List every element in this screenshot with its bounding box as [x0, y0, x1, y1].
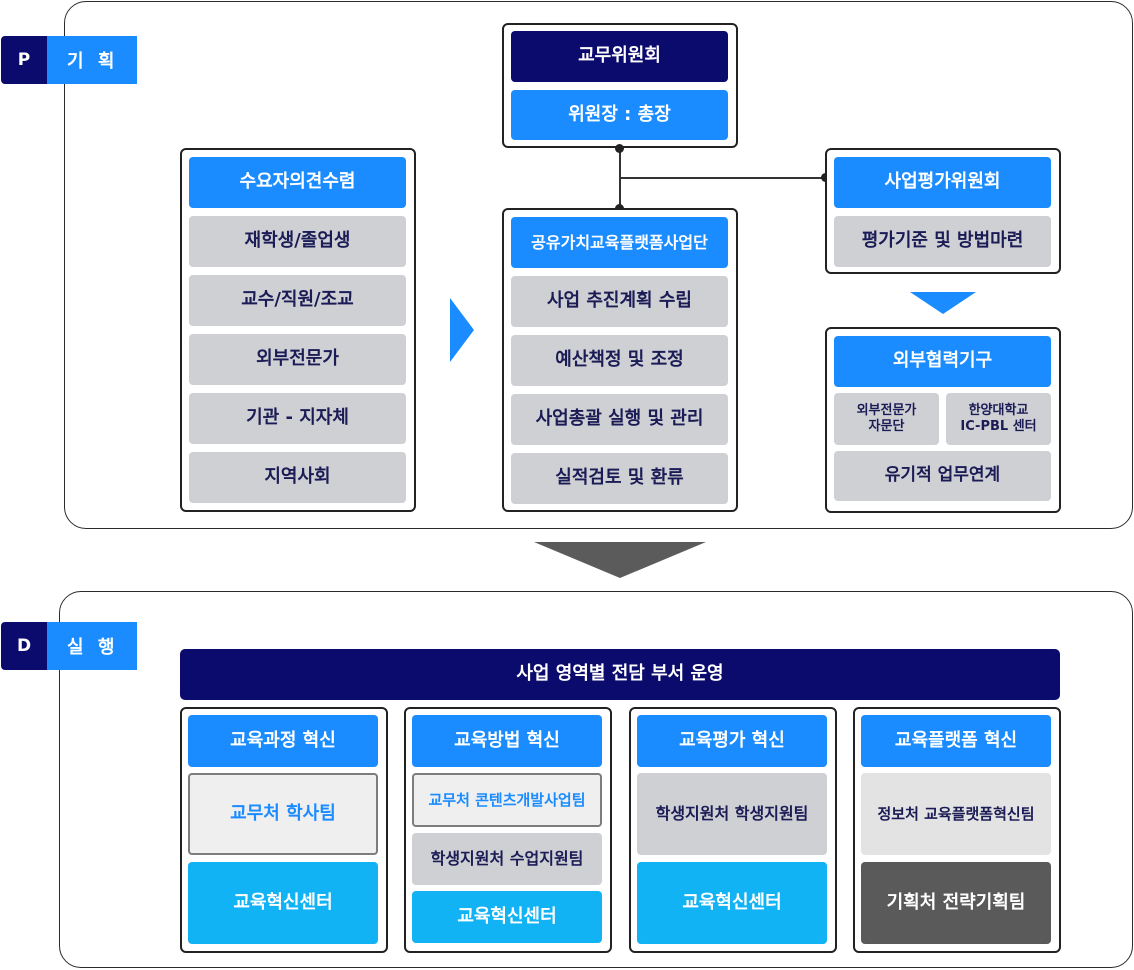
committee-chair: 위원장 : 총장 [511, 90, 728, 140]
do-column-method: 교육방법 혁신 교무처 콘텐츠개발사업팀 학생지원처 수업지원팀 교육혁신센터 [404, 707, 612, 953]
committee-title: 교무위원회 [511, 31, 728, 82]
project-item: 실적검토 및 환류 [511, 453, 728, 504]
do-column-evaluation: 교육평가 혁신 학생지원처 학생지원팀 교육혁신센터 [629, 707, 837, 953]
committee-box: 교무위원회 위원장 : 총장 [502, 23, 738, 148]
demand-item: 재학생/졸업생 [189, 216, 406, 267]
do-column-curriculum: 교육과정 혁신 교무처 학사팀 교육혁신센터 [180, 707, 388, 953]
right-arrow-icon [450, 298, 474, 362]
connector-horizontal [620, 177, 826, 179]
demand-box: 수요자의견수렴 재학생/졸업생 교수/직원/조교 외부전문가 기관 - 지자체 … [180, 148, 416, 512]
external-box: 외부협력기구 외부전문가 자문단 한양대학교 IC-PBL 센터 유기적 업무연… [825, 327, 1061, 513]
do-column-title: 교육과정 혁신 [188, 715, 378, 767]
do-column-item: 교육혁신센터 [188, 862, 378, 944]
do-column-title: 교육플랫폼 혁신 [861, 715, 1051, 767]
do-column-title: 교육방법 혁신 [412, 715, 602, 767]
external-sub-advisory: 외부전문가 자문단 [834, 393, 939, 445]
do-column-item: 정보처 교육플랫폼혁신팀 [861, 773, 1051, 855]
demand-item: 기관 - 지자체 [189, 393, 406, 444]
do-name: 실 행 [47, 622, 137, 670]
do-tab: D 실 행 [1, 622, 137, 670]
evaluation-title: 사업평가위원회 [834, 157, 1051, 208]
do-column-item: 교육혁신센터 [637, 862, 827, 944]
do-column-item: 교무처 학사팀 [188, 773, 378, 855]
do-column-item: 학생지원처 수업지원팀 [412, 833, 602, 885]
project-item: 사업 추진계획 수립 [511, 276, 728, 327]
evaluation-box: 사업평가위원회 평가기준 및 방법마련 [825, 148, 1061, 274]
external-title: 외부협력기구 [834, 336, 1051, 387]
plan-name: 기 획 [47, 36, 137, 84]
project-box: 공유가치교육플랫폼사업단 사업 추진계획 수립 예산책정 및 조정 사업총괄 실… [502, 208, 738, 512]
evaluation-item: 평가기준 및 방법마련 [834, 216, 1051, 267]
demand-item: 지역사회 [189, 452, 406, 503]
do-column-item: 학생지원처 학생지원팀 [637, 773, 827, 855]
project-item: 사업총괄 실행 및 관리 [511, 394, 728, 445]
do-letter: D [1, 622, 47, 670]
do-column-item: 기획처 전략기획팀 [861, 862, 1051, 944]
demand-item: 교수/직원/조교 [189, 275, 406, 326]
external-item: 유기적 업무연계 [834, 451, 1051, 501]
do-column-item: 교무처 콘텐츠개발사업팀 [412, 773, 602, 827]
plan-tab: P 기 획 [1, 36, 137, 84]
down-arrow-icon [910, 292, 976, 314]
connector-vertical [619, 148, 621, 210]
connector-dot-top [615, 144, 624, 153]
do-column-item: 교육혁신센터 [412, 891, 602, 943]
project-item: 예산책정 및 조정 [511, 335, 728, 386]
phase-arrow-icon [534, 542, 706, 578]
do-column-title: 교육평가 혁신 [637, 715, 827, 767]
demand-title: 수요자의견수렴 [189, 157, 406, 208]
plan-letter: P [1, 36, 47, 84]
external-sub-hanyang: 한양대학교 IC-PBL 센터 [946, 393, 1051, 445]
do-banner: 사업 영역별 전담 부서 운영 [180, 649, 1060, 700]
demand-item: 외부전문가 [189, 334, 406, 385]
do-column-platform: 교육플랫폼 혁신 정보처 교육플랫폼혁신팀 기획처 전략기획팀 [853, 707, 1061, 953]
project-title: 공유가치교육플랫폼사업단 [511, 217, 728, 268]
